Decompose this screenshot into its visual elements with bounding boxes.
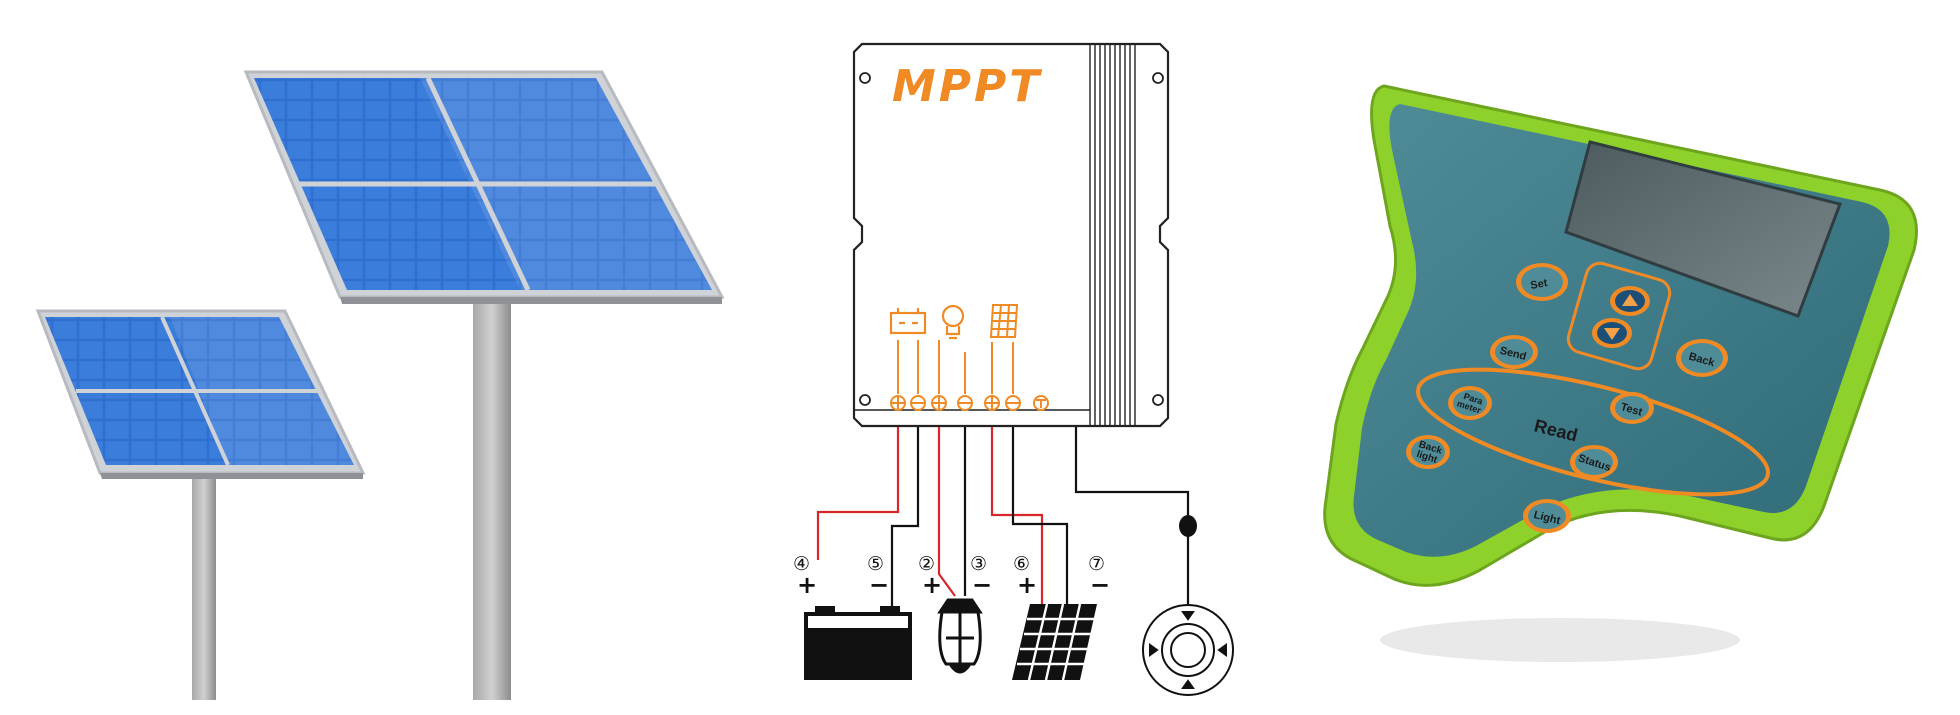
terminal-load-negative: [957, 395, 973, 411]
heatsink-fins: [1089, 44, 1136, 426]
parameter-button[interactable]: Para meter: [1448, 386, 1492, 420]
mppt-brand-label: MPPT: [892, 61, 1042, 112]
controller-body: MPPT: [852, 42, 1170, 428]
label-num-load-negative: ③: [970, 553, 987, 575]
label-num-battery-positive: ④: [793, 553, 810, 575]
label-sign-load-negative: −: [972, 571, 992, 599]
send-button[interactable]: Send: [1490, 335, 1538, 369]
remote-lcd-screen: [1564, 140, 1842, 318]
small-solar-panel: [35, 309, 366, 479]
terminal-battery-negative: [910, 395, 926, 411]
back-light-button[interactable]: Back light: [1406, 435, 1450, 469]
battery-icon: [889, 308, 927, 335]
internal-leads: [897, 340, 1014, 394]
lamp-icon: [941, 304, 965, 340]
label-sign-pv-negative: −: [1090, 571, 1110, 599]
label-sign-battery-positive: +: [797, 571, 817, 599]
large-solar-panel: [243, 70, 725, 304]
back-button[interactable]: Back: [1676, 339, 1728, 377]
pv-panel-symbol: [1012, 603, 1097, 681]
lamp-symbol: [937, 598, 983, 674]
cable-bead: [1179, 515, 1197, 537]
terminal-pv-positive: [984, 395, 1000, 411]
status-button[interactable]: Status: [1570, 445, 1618, 479]
test-button[interactable]: Test: [1610, 392, 1654, 424]
label-num-load-positive: ②: [918, 553, 935, 575]
wire-labels: ④ + ⑤ − ② + ③ − ⑥ + ⑦ −: [793, 553, 1110, 599]
test-button-label: Test: [1619, 401, 1644, 419]
terminal-pv-negative: [1005, 395, 1021, 411]
remote-port-connector: [1142, 604, 1234, 696]
nav-button-frame: [1566, 261, 1672, 371]
wire-battery-positive: [816, 427, 900, 560]
terminal-block: [890, 395, 1049, 411]
set-button[interactable]: Set: [1516, 263, 1568, 301]
wire-pv-negative: [1011, 427, 1069, 604]
wire-load-positive: [937, 427, 956, 597]
up-arrow-button[interactable]: [1610, 286, 1650, 316]
set-button-label: Set: [1529, 277, 1548, 292]
label-num-pv-positive: ⑥: [1013, 553, 1030, 575]
solar-panel-icon: [989, 304, 1019, 338]
wire-battery-negative: [890, 427, 920, 608]
tall-pole: [473, 290, 511, 700]
remote-meter-device: Set Send Back Para meter Test Read: [1323, 84, 1918, 662]
terminal-load-positive: [931, 395, 947, 411]
solar-panels-on-poles: [35, 70, 725, 700]
wire-remote: [1074, 427, 1190, 522]
wire-pv-positive: [990, 427, 1044, 604]
label-sign-load-positive: +: [922, 571, 942, 599]
up-arrow-icon: [1622, 294, 1638, 306]
small-pole: [192, 470, 216, 700]
external-wires: [816, 427, 1190, 608]
label-sign-battery-negative: −: [869, 571, 889, 599]
terminal-battery-positive: [890, 395, 906, 411]
light-button[interactable]: Light: [1523, 499, 1571, 533]
label-sign-pv-positive: +: [1017, 571, 1037, 599]
terminal-communication: [1033, 395, 1049, 411]
down-arrow-button[interactable]: [1592, 318, 1632, 348]
battery-symbol: [804, 606, 912, 680]
down-arrow-icon: [1604, 328, 1620, 340]
mppt-wiring-diagram: MPPT: [793, 42, 1234, 696]
label-num-pv-negative: ⑦: [1088, 553, 1105, 575]
label-num-battery-negative: ⑤: [867, 553, 884, 575]
